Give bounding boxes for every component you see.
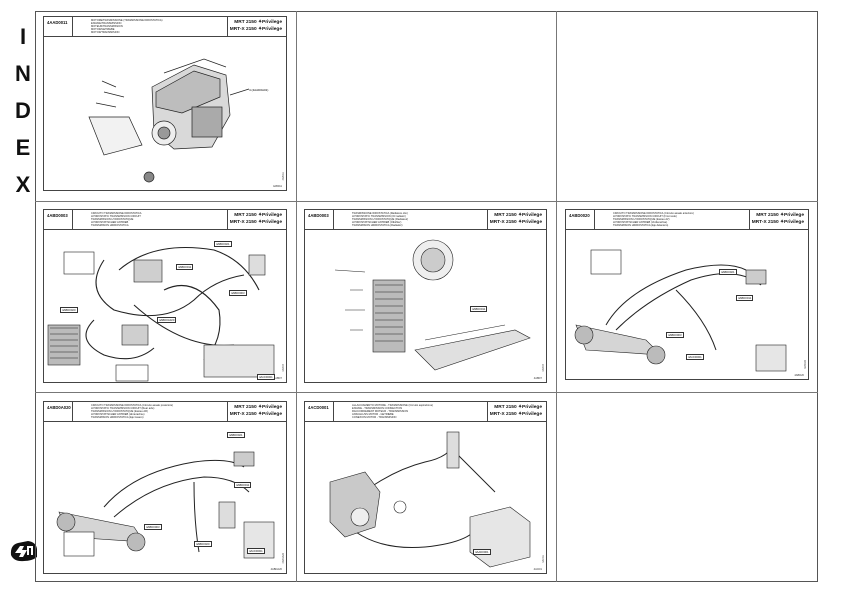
grid-divider — [35, 392, 818, 393]
sheet-side-code: 4ABD20 — [804, 360, 807, 369]
index-letter-n: N — [15, 61, 31, 86]
sheet-ref: 4ABD7 — [533, 377, 542, 380]
sheet-titles: CIRCUITO TRASMISSIONE IDROSTATICA (Circu… — [91, 404, 174, 420]
sheet-side-code: 4AB011 — [282, 171, 285, 180]
crossref-tag[interactable]: 4ABD0021 — [719, 269, 737, 275]
sheet-thumbnail[interactable]: 4ACD0001 ALLACCIAMENTO MOTORE - TRASMISS… — [304, 401, 547, 574]
sheet-thumbnail[interactable]: 4ABD0003 TRASMISSIONE IDROSTATICA (Radia… — [304, 209, 547, 383]
index-letter-i: I — [19, 24, 27, 49]
grid-divider — [556, 11, 557, 582]
sheet-code: 4AAD0011 — [47, 20, 68, 25]
crossref-tag[interactable]: 4ABD0021 — [214, 241, 232, 247]
sheet-ref: 4AB011 — [272, 185, 282, 188]
crossref-tag[interactable]: 4ABD0011 — [234, 482, 252, 488]
sheet-code: 4ABD0020 — [569, 213, 590, 218]
brand-logo — [10, 541, 37, 562]
index-grid — [35, 11, 818, 582]
sheet-thumbnail[interactable]: 4ABD0A020 CIRCUITO TRASMISSIONE IDROSTAT… — [43, 401, 287, 574]
crossref-tag[interactable]: 4ABD0020 — [194, 541, 212, 547]
rear-axle-diagram — [56, 451, 275, 559]
crossref-tag[interactable]: 4ABD0011 — [176, 264, 194, 270]
index-letter-e: E — [15, 135, 31, 160]
sheet-code: 4ABD0A020 — [47, 405, 71, 410]
crossref-tag[interactable]: 4ACD0001 — [686, 354, 704, 360]
sheet-side-code: 4ABD7 — [542, 364, 545, 372]
sheet-ref: 4ABD7 — [273, 377, 282, 380]
sheet-titles: MOTORE/TRASMISSIONE (TRASMISSIONE IDROST… — [91, 19, 163, 35]
sheet-code: 4ABD0003 — [308, 213, 329, 218]
radiator-diagram — [334, 239, 531, 371]
index-letter-x: X — [15, 172, 31, 197]
crossref-tag[interactable]: 4ABD0020 — [60, 307, 78, 313]
crossref-tag[interactable]: 4ABD0003 — [144, 524, 162, 530]
crossref-tag[interactable]: 4ABD0003 — [666, 332, 684, 338]
sheet-side-code: 4ABD7 — [282, 364, 285, 372]
crossref-tag[interactable]: 4ACD0001 — [247, 548, 265, 554]
index-letter-d: D — [15, 98, 31, 123]
crossref-tag[interactable]: 4AAD0001 — [473, 549, 491, 555]
connection-diagram — [329, 431, 531, 568]
sheet-side-code: 4ACD1 — [542, 555, 545, 563]
grid-divider — [296, 11, 297, 582]
crossref-tag[interactable]: 4ACD0001 — [257, 374, 275, 380]
sheet-titles: CIRCUITO TRASMISSIONE IDROSTATICA (Circu… — [613, 212, 694, 228]
sheet-side-code: 4ABDA20 — [282, 552, 285, 564]
engine-diagram: 4 (4AAD0A01) — [88, 58, 268, 183]
hydraulic-diagram — [47, 246, 275, 382]
crossref-tag[interactable]: 4ABD0A020 — [157, 317, 177, 323]
crossref-tag[interactable]: 4ABD0011 — [470, 306, 488, 312]
sheet-ref: 4ABDA20 — [270, 568, 282, 571]
diagram-note: 4 (4AAD0A01) — [249, 88, 268, 92]
crossref-tag[interactable]: 4ABD0011 — [736, 295, 754, 301]
sheet-thumbnail[interactable]: 4ABD0003 CIRCUITO TRASMISSIONE IDROSTATI… — [43, 209, 287, 383]
sheet-thumbnail[interactable]: 4ABD0020 CIRCUITO TRASMISSIONE IDROSTATI… — [565, 209, 809, 380]
grid-divider — [35, 201, 818, 202]
crossref-tag[interactable]: 4ABD0003 — [229, 290, 247, 296]
front-axle-diagram — [574, 249, 787, 372]
crossref-tag[interactable]: 4ABD0021 — [227, 432, 245, 438]
sheet-code: 4ABD0003 — [47, 213, 68, 218]
sheet-titles: TRASMISSIONE IDROSTATICA (Radiatore olio… — [352, 212, 409, 228]
sheet-thumbnail[interactable]: 4AAD0011 MOTORE/TRASMISSIONE (TRASMISSIO… — [43, 16, 287, 191]
sheet-ref: 4ABD20 — [794, 374, 804, 377]
sheet-ref: 4ACD1 — [533, 568, 542, 571]
sheet-code: 4ACD0001 — [308, 405, 329, 410]
sheet-titles: ALLACCIAMENTO MOTORE - TRASMISSIONE (Cir… — [352, 404, 434, 420]
